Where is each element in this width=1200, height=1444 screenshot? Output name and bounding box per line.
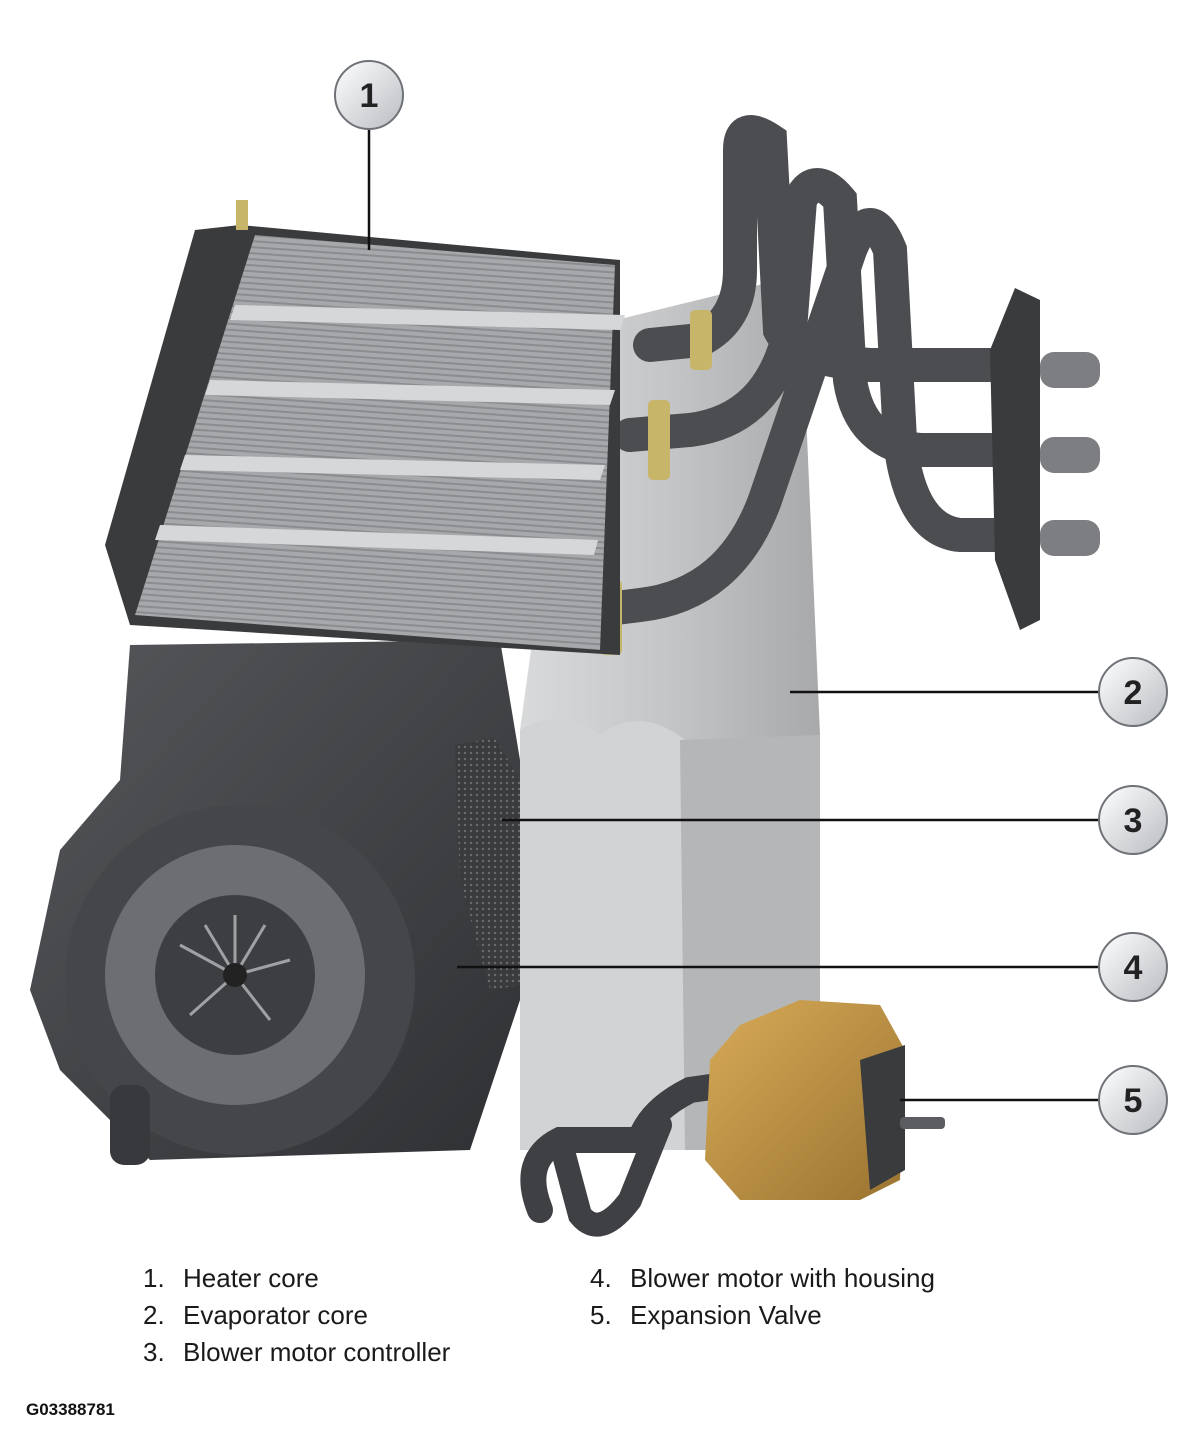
callout-3: 3	[1098, 785, 1168, 855]
figure-id: G03388781	[26, 1400, 115, 1419]
callout-2: 2	[1098, 657, 1168, 727]
hose-connector-plate	[990, 288, 1100, 630]
legend-text: Blower motor controller	[183, 1337, 451, 1367]
legend-text: Blower motor with housing	[630, 1263, 935, 1293]
callout-5: 5	[1098, 1065, 1168, 1135]
legend-number: 5.	[590, 1300, 612, 1330]
legend-text: Expansion Valve	[630, 1300, 822, 1330]
heater-core	[105, 200, 625, 655]
leader-lines	[367, 125, 1098, 1102]
legend-item: 4. Blower motor with housing	[590, 1260, 935, 1297]
legend-left: 1. Heater core 2. Evaporator core 3. Blower…	[143, 1260, 450, 1371]
callout-number: 2	[1124, 674, 1143, 712]
legend-text: Evaporator core	[183, 1300, 368, 1330]
legend-item: 3. Blower motor controller	[143, 1334, 450, 1371]
callout-number: 5	[1124, 1082, 1143, 1120]
heater-hoses	[543, 115, 1017, 632]
callout-number: 3	[1124, 802, 1143, 840]
legend-right: 4. Blower motor with housing 5. Expansion …	[590, 1260, 935, 1334]
legend-text: Heater core	[183, 1263, 319, 1293]
callout-1: 1	[334, 60, 404, 130]
callout-number: 4	[1124, 949, 1143, 987]
expansion-valve	[520, 1000, 945, 1237]
legend-number: 3.	[143, 1337, 165, 1367]
legend-item: 5. Expansion Valve	[590, 1297, 935, 1334]
blower-motor-housing	[30, 640, 520, 1165]
callout-4: 4	[1098, 932, 1168, 1002]
legend-number: 1.	[143, 1263, 165, 1293]
legend-number: 2.	[143, 1300, 165, 1330]
legend-item: 2. Evaporator core	[143, 1297, 450, 1334]
callout-number: 1	[360, 77, 379, 115]
blower-motor-controller	[455, 738, 520, 990]
legend-item: 1. Heater core	[143, 1260, 450, 1297]
legend-number: 4.	[590, 1263, 612, 1293]
